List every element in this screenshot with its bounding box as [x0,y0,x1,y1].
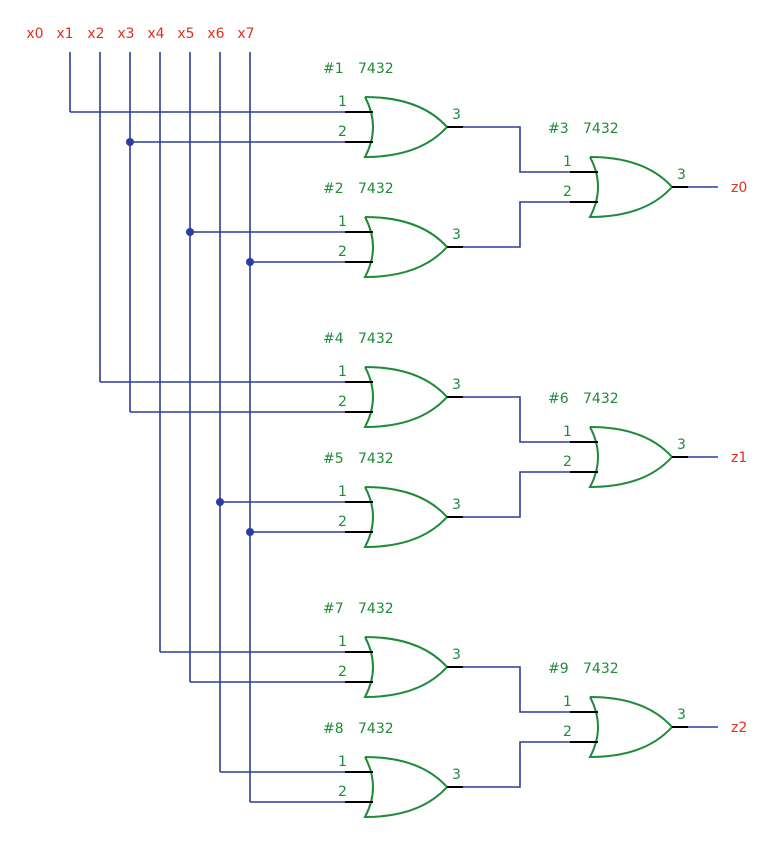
gate-part-label: 7432 [583,391,619,407]
or-gate-body [588,426,674,489]
pin-label-2: 2 [338,514,347,530]
input-label-x3: x3 [117,26,134,42]
junction-dot [186,228,194,236]
gate-part-label: 7432 [358,451,394,467]
stage-wire [463,471,570,518]
pin-label-2: 2 [338,124,347,140]
pin-label-3: 3 [677,707,686,723]
pin-label-3: 3 [452,497,461,513]
pin-label-1: 1 [338,94,347,110]
pin-label-1: 1 [338,364,347,380]
output-label-z0: z0 [731,180,747,196]
pin-label-3: 3 [677,437,686,453]
stage-wire [463,201,570,248]
gate-number-label: #7 [323,601,344,617]
pin-label-3: 3 [452,377,461,393]
pin-label-1: 1 [563,424,572,440]
input-label-x1: x1 [56,26,73,42]
gate-number-label: #2 [323,181,344,197]
input-label-x2: x2 [87,26,104,42]
input-label-x0: x0 [26,26,43,42]
or-gate-body [363,216,449,279]
pin-label-1: 1 [563,694,572,710]
pin-label-3: 3 [452,647,461,663]
or-gate-7: #7 7432 1 2 3 [323,601,463,699]
pin-label-2: 2 [563,454,572,470]
or-gate-body [588,696,674,759]
pin-label-3: 3 [452,107,461,123]
junction-dot [126,138,134,146]
pin-label-1: 1 [563,154,572,170]
or-gate-5: #5 7432 1 2 3 [323,451,463,549]
gate-part-label: 7432 [358,721,394,737]
stage-wire [463,741,570,788]
gate-number-label: #6 [548,391,569,407]
or-gate-3: #3 7432 1 2 3 [548,121,688,219]
stage-wire [463,396,570,443]
pin-label-1: 1 [338,484,347,500]
output-label-z1: z1 [731,450,747,466]
or-gate-body [363,96,449,159]
input-label-x5: x5 [177,26,194,42]
input-label-x4: x4 [147,26,164,42]
junction-dot [246,528,254,536]
or-gate-4: #4 7432 1 2 3 [323,331,463,429]
gate-number-label: #8 [323,721,344,737]
gate-number-label: #1 [323,61,344,77]
or-gate-body [363,486,449,549]
pin-label-3: 3 [452,227,461,243]
junction-dot [216,498,224,506]
output-label-z2: z2 [731,720,747,736]
gate-part-label: 7432 [583,661,619,677]
pin-label-1: 1 [338,754,347,770]
or-gate-6: #6 7432 1 2 3 [548,391,688,489]
input-label-x6: x6 [207,26,224,42]
stage-wire [463,126,570,173]
gate-part-label: 7432 [358,331,394,347]
or-gate-body [363,636,449,699]
pin-label-2: 2 [563,724,572,740]
gate-number-label: #5 [323,451,344,467]
or-gate-body [363,756,449,819]
gate-part-label: 7432 [358,601,394,617]
gate-number-label: #4 [323,331,344,347]
pin-label-1: 1 [338,214,347,230]
gates: #1 7432 1 2 3 #2 7432 1 2 3 #3 7432 1 2 3 #4 7432 1 2 3 #5 74… [323,61,688,819]
wires [69,52,718,803]
junction-dot [246,258,254,266]
pin-label-2: 2 [338,394,347,410]
pin-label-2: 2 [338,784,347,800]
or-gate-8: #8 7432 1 2 3 [323,721,463,819]
pin-label-2: 2 [563,184,572,200]
pin-label-3: 3 [677,167,686,183]
or-gate-2: #2 7432 1 2 3 [323,181,463,279]
pin-label-2: 2 [338,244,347,260]
pin-label-1: 1 [338,634,347,650]
gate-part-label: 7432 [583,121,619,137]
pin-label-2: 2 [338,664,347,680]
or-gate-9: #9 7432 1 2 3 [548,661,688,759]
gate-part-label: 7432 [358,61,394,77]
gate-part-label: 7432 [358,181,394,197]
stage-wire [463,666,570,713]
gate-number-label: #3 [548,121,569,137]
input-label-x7: x7 [237,26,254,42]
or-gate-1: #1 7432 1 2 3 [323,61,463,159]
gate-number-label: #9 [548,661,569,677]
or-gate-body [588,156,674,219]
labels: x0 x1 x2 x3 x4 x5 x6 x7 z0 z1 z2 [26,26,747,736]
or-gate-body [363,366,449,429]
pin-label-3: 3 [452,767,461,783]
